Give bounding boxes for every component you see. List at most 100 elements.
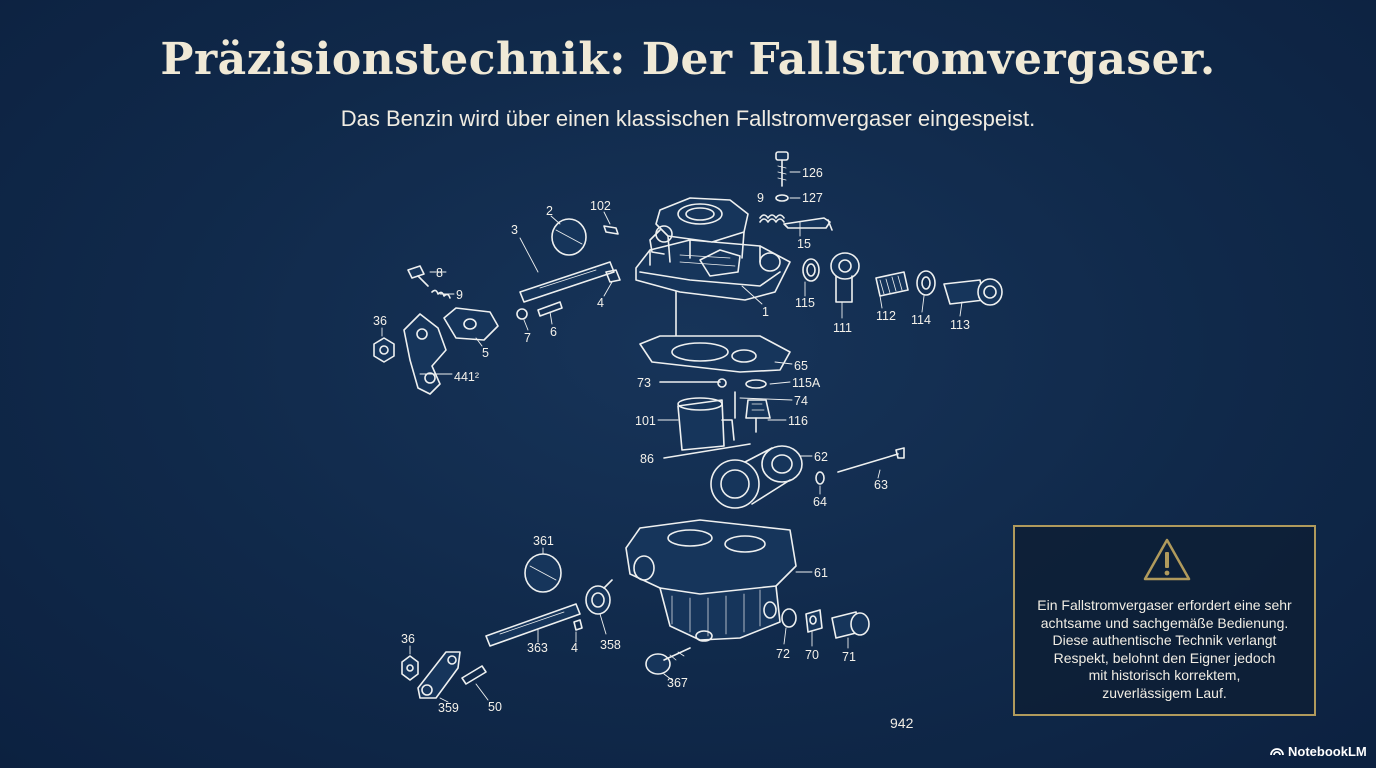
pin-50 bbox=[461, 665, 487, 685]
nut-36-upper bbox=[373, 337, 395, 363]
clip-358 bbox=[585, 579, 613, 615]
banjo-bolt-113 bbox=[943, 278, 1003, 306]
part-label: 367 bbox=[667, 676, 688, 690]
part-label: 9 bbox=[456, 288, 463, 302]
warning-line: zuverlässigem Lauf. bbox=[1102, 684, 1227, 701]
spring-9-left bbox=[431, 289, 451, 299]
part-label: 73 bbox=[637, 376, 651, 390]
warning-line: mit historisch korrektem, bbox=[1088, 667, 1241, 683]
part-label: 50 bbox=[488, 700, 502, 714]
slide-subtitle: Das Benzin wird über einen klassischen F… bbox=[340, 106, 1036, 131]
part-label: 126 bbox=[802, 166, 823, 180]
part-label: 15 bbox=[797, 237, 811, 251]
warning-triangle-icon bbox=[1142, 537, 1192, 587]
part-label: 361 bbox=[533, 534, 554, 548]
screw-102 bbox=[603, 225, 619, 235]
part-label: 9 bbox=[757, 191, 764, 205]
arm-4412 bbox=[403, 313, 447, 395]
upper-housing-part bbox=[635, 197, 791, 339]
part-label: 3 bbox=[511, 223, 518, 237]
part-label: 441² bbox=[454, 370, 479, 384]
part-label: 116 bbox=[788, 414, 808, 428]
banjo-fitting-111 bbox=[830, 252, 860, 303]
part-label: 115A bbox=[792, 376, 821, 390]
part-label: 101 bbox=[635, 414, 656, 428]
part-label: 71 bbox=[842, 650, 856, 664]
part-label: 102 bbox=[590, 199, 611, 213]
warning-line: achtsame und sachgemäße Bedienung. bbox=[1040, 614, 1289, 631]
clip-6 bbox=[537, 301, 563, 317]
part-label: 70 bbox=[805, 648, 819, 662]
screw-367 bbox=[645, 647, 691, 675]
notebooklm-logo-icon bbox=[1270, 744, 1284, 759]
part-label: 65 bbox=[794, 359, 808, 373]
part-label: 111 bbox=[833, 321, 852, 335]
part-label: 2 bbox=[546, 204, 553, 218]
washer-7 bbox=[516, 308, 528, 320]
screw-8 bbox=[407, 265, 429, 287]
warning-line: Respekt, belohnt den Eigner jedoch bbox=[1053, 649, 1276, 666]
gasket-72 bbox=[781, 608, 797, 628]
part-label: 1 bbox=[762, 305, 769, 319]
warning-text: Ein Fallstromvergaser erfordert eine seh… bbox=[1021, 597, 1308, 702]
warning-line: Diese authentische Technik verlangt bbox=[1052, 632, 1277, 648]
part-label: 36 bbox=[373, 314, 387, 328]
part-label: 72 bbox=[776, 647, 790, 661]
throttle-shaft-3 bbox=[519, 261, 615, 303]
lever-359 bbox=[417, 651, 461, 699]
plug-70 bbox=[805, 609, 823, 633]
jet-73 bbox=[659, 378, 727, 388]
warning-callout: Ein Fallstromvergaser erfordert eine seh… bbox=[1013, 525, 1316, 716]
plug-71 bbox=[831, 611, 870, 639]
part-label: 8 bbox=[436, 266, 443, 280]
part-label: 74 bbox=[794, 394, 808, 408]
float-101 bbox=[677, 397, 735, 451]
gasket-115 bbox=[802, 258, 820, 282]
part-label: 363 bbox=[527, 641, 548, 655]
needle-63 bbox=[837, 447, 905, 473]
washer-127 bbox=[775, 194, 789, 202]
screw-126 bbox=[775, 151, 789, 187]
part-label: 359 bbox=[438, 701, 459, 715]
nut-36-lower bbox=[401, 655, 419, 681]
choke-shaft-363 bbox=[485, 603, 581, 647]
notebooklm-branding: NotebookLM bbox=[1270, 744, 1367, 759]
part-label: 63 bbox=[874, 478, 888, 492]
part-label: 61 bbox=[814, 566, 828, 580]
part-label: 358 bbox=[600, 638, 621, 652]
part-labels: 126 127 9 15 2 102 3 1 115 111 112 114 1… bbox=[373, 166, 970, 715]
part-label: 127 bbox=[802, 191, 823, 205]
part-label: 115 bbox=[795, 296, 815, 310]
pin-86 bbox=[663, 443, 751, 459]
part-label: 36 bbox=[401, 632, 415, 646]
part-label: 113 bbox=[950, 318, 970, 332]
part-label: 7 bbox=[524, 331, 531, 345]
screw-4-upper bbox=[605, 269, 621, 283]
float-bowl-61 bbox=[625, 519, 797, 642]
part-label: 4 bbox=[597, 296, 604, 310]
filter-112 bbox=[875, 271, 909, 297]
throttle-disc-2 bbox=[551, 218, 587, 256]
gasket-65 bbox=[639, 335, 791, 373]
venturi-62 bbox=[710, 445, 803, 509]
brand-label: NotebookLM bbox=[1288, 744, 1367, 759]
washer-115a bbox=[745, 379, 767, 389]
warning-line: Ein Fallstromvergaser erfordert eine seh… bbox=[1037, 597, 1292, 613]
part-label: 5 bbox=[482, 346, 489, 360]
slide-title: Präzisionstechnik: Der Fallstromvergaser… bbox=[160, 34, 1216, 85]
valve-116 bbox=[745, 399, 771, 433]
part-label: 64 bbox=[813, 495, 827, 509]
part-label: 114 bbox=[911, 313, 931, 327]
part-label: 86 bbox=[640, 452, 654, 466]
screw-4-lower bbox=[573, 619, 583, 631]
part-label: 112 bbox=[876, 309, 896, 323]
washer-64 bbox=[815, 471, 825, 485]
part-label: 6 bbox=[550, 325, 557, 339]
lever-5 bbox=[443, 307, 499, 341]
choke-disc-361 bbox=[524, 553, 562, 593]
spring-9-top bbox=[759, 214, 785, 223]
washer-114 bbox=[916, 270, 936, 296]
needle-15 bbox=[783, 217, 833, 231]
part-label: 62 bbox=[814, 450, 828, 464]
